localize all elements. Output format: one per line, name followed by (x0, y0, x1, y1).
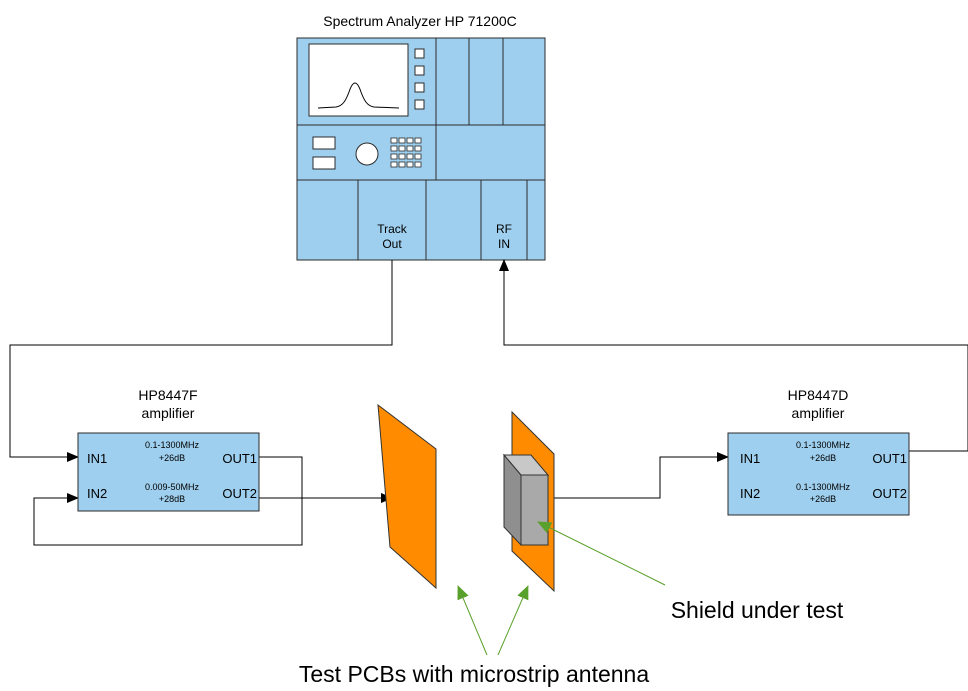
amp-right-out1: OUT1 (872, 451, 907, 466)
amplifier-hp8447f: HP8447F amplifier IN1 IN2 OUT1 OUT2 0.1-… (77, 387, 260, 512)
pcb-callout-arrow-right (497, 585, 529, 656)
analyzer-button-1 (312, 136, 336, 150)
spectrum-analyzer: Spectrum Analyzer HP 71200C (296, 13, 546, 261)
pcbs-label: Test PCBs with microstrip antenna (299, 661, 649, 687)
rx-pcb-cable (553, 452, 729, 499)
amp-loopback-cable (33, 456, 303, 546)
amp-right-box (727, 432, 910, 516)
amp-right-title-2: amplifier (792, 405, 845, 421)
track-out-label-1: Track (377, 222, 408, 236)
amp-left-out2: OUT2 (222, 486, 257, 501)
callout-arrows (457, 521, 666, 656)
screen-softkeys (414, 48, 425, 110)
analyzer-knob (355, 142, 379, 166)
amp-left-title-2: amplifier (142, 405, 195, 421)
analyzer-button-2 (312, 156, 336, 170)
pcb-callout-arrow-left (457, 585, 488, 656)
amp-left-spec1-freq: 0.1-1300MHz (145, 440, 200, 450)
rf-in-label-2: IN (498, 237, 510, 251)
analyzer-title: Spectrum Analyzer HP 71200C (323, 13, 517, 29)
amp-right-spec1-freq: 0.1-1300MHz (796, 440, 851, 450)
wiring (9, 259, 968, 546)
amp-right-in2: IN2 (740, 486, 760, 501)
rf-in-label-1: RF (496, 222, 512, 236)
amp-left-spec2-gain: +28dB (159, 494, 185, 504)
amp-right-out2: OUT2 (872, 486, 907, 501)
track-out-label-2: Out (382, 237, 402, 251)
amp-left-box (77, 432, 260, 512)
track-out-cable (9, 260, 393, 462)
shield-box (502, 453, 550, 547)
amp-left-spec1-gain: +26dB (159, 453, 185, 463)
shield-callout-arrow (537, 521, 666, 586)
amp-right-in1: IN1 (740, 451, 760, 466)
amp-right-spec2-gain: +26dB (810, 494, 836, 504)
amp-left-title-1: HP8447F (138, 387, 197, 403)
amp-left-spec2-freq: 0.009-50MHz (145, 482, 200, 492)
rf-in-cable (499, 259, 968, 452)
amp-right-title-1: HP8447D (788, 387, 849, 403)
amp-left-in1: IN1 (87, 451, 107, 466)
shield-label: Shield under test (671, 597, 844, 623)
spectrum-trace (317, 82, 400, 109)
amplifier-hp8447d: HP8447D amplifier IN1 IN2 OUT1 OUT2 0.1-… (727, 387, 910, 516)
amp-right-spec2-freq: 0.1-1300MHz (796, 482, 851, 492)
amp-left-in2: IN2 (87, 486, 107, 501)
amp-right-spec1-gain: +26dB (810, 453, 836, 463)
analyzer-keypad (390, 137, 422, 168)
amp-left-out1: OUT1 (222, 451, 257, 466)
analyzer-screen (308, 43, 409, 117)
transmit-pcb (377, 403, 437, 590)
